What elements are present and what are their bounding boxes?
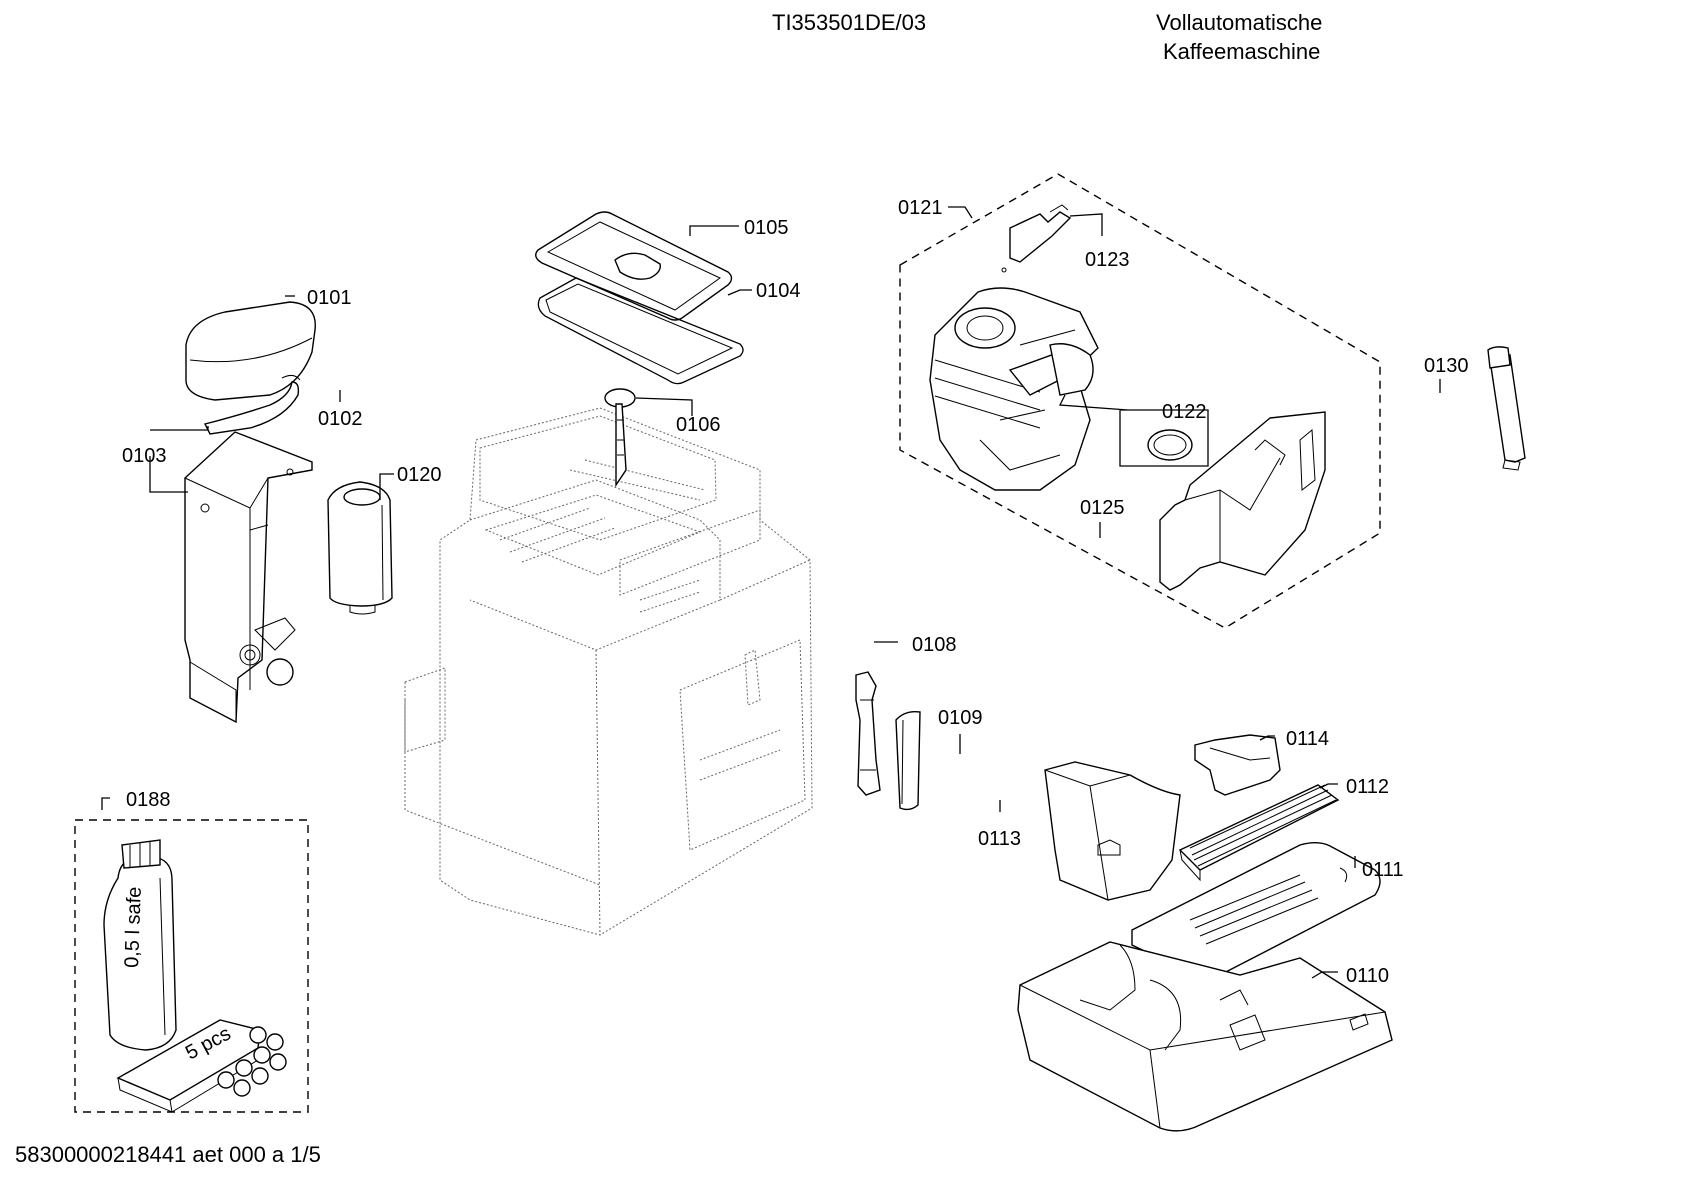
label-0122: 0122 (1162, 401, 1207, 423)
tank-handle (203, 374, 301, 435)
label-0112: 0112 (1346, 776, 1389, 798)
title-line-2: Kaffeemaschine (1163, 39, 1321, 64)
valve-sleeve (895, 710, 921, 811)
drip-tray-cover-handle (1194, 734, 1281, 796)
label-0103: 0103 (122, 445, 167, 467)
label-0108: 0108 (912, 634, 957, 656)
label-0102: 0102 (318, 408, 363, 430)
drip-grid (1178, 784, 1340, 882)
grease-tube (1487, 346, 1526, 471)
label-0110: 0110 (1346, 965, 1389, 987)
drain-valve (855, 671, 881, 796)
label-0130: 0130 (1424, 355, 1469, 377)
descaler-set-dashed-box (74, 819, 309, 1113)
water-tank-lid (185, 301, 316, 401)
drip-tray-cover (1131, 842, 1381, 979)
machine-body-outline (404, 407, 813, 936)
lid-gasket (537, 277, 744, 385)
tamper-pin (604, 388, 636, 488)
label-0111: 0111 (1362, 859, 1404, 881)
label-0109: 0109 (938, 707, 983, 729)
water-filter-cartridge (327, 481, 393, 615)
label-0104: 0104 (756, 280, 801, 302)
document-footer: 58300000218441 aet 000 a 1/5 (15, 1142, 321, 1167)
brew-unit-lever (1001, 204, 1072, 273)
label-0106: 0106 (676, 414, 721, 436)
label-0120: 0120 (397, 464, 442, 486)
cleaning-tablets-pack (116, 1019, 287, 1113)
coffee-chute (1159, 411, 1326, 591)
drip-lid-cover (535, 211, 733, 321)
part-labels: 0101 0102 0103 0104 0105 0106 0108 0109 … (122, 197, 1469, 987)
brew-unit (929, 287, 1099, 491)
model-number: TI353501DE/03 (772, 10, 927, 35)
label-0113: 0113 (978, 828, 1021, 850)
bottle-label: 0,5 l safe (121, 886, 146, 968)
title-line-1: Vollautomatische (1156, 10, 1323, 35)
label-0101: 0101 (307, 287, 352, 309)
label-0114: 0114 (1286, 728, 1329, 750)
drip-tray (1017, 941, 1393, 1132)
label-0105: 0105 (744, 217, 789, 239)
label-0123: 0123 (1085, 249, 1130, 271)
label-0121: 0121 (898, 197, 943, 219)
coffee-grounds-container (1044, 761, 1181, 901)
o-ring-seal (1147, 429, 1193, 461)
brew-unit-dashed-outline (899, 173, 1381, 629)
label-0125: 0125 (1080, 497, 1125, 519)
descaler-bottle (103, 839, 177, 1051)
label-0188: 0188 (126, 789, 171, 811)
leader-lines (101, 206, 1441, 979)
water-tank (184, 431, 313, 724)
